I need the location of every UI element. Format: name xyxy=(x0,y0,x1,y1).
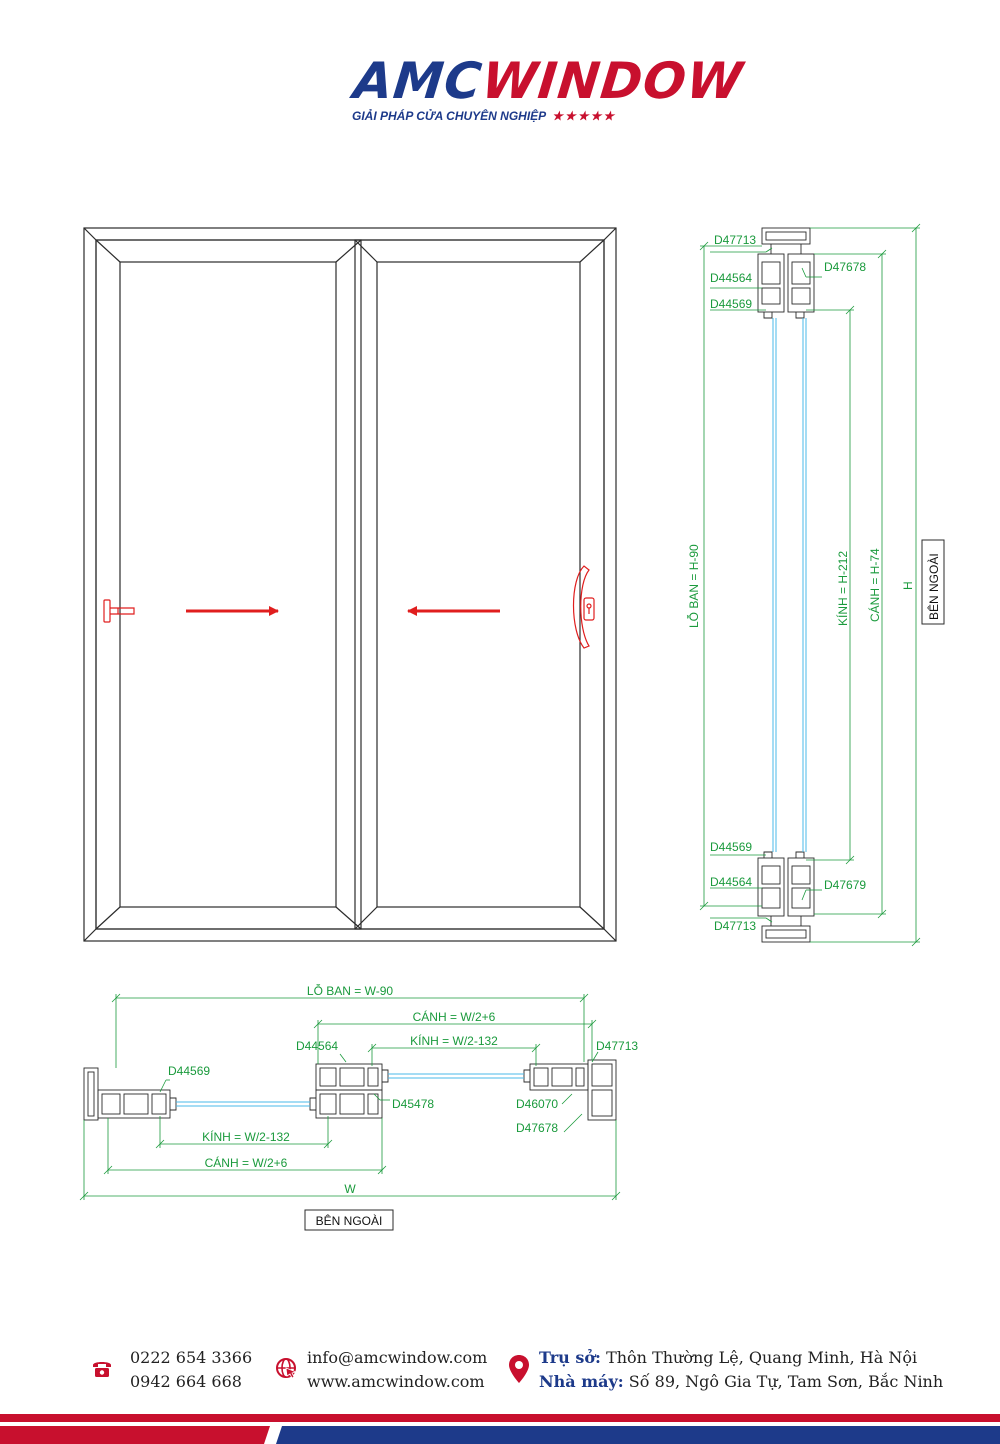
dim-opening-width: LỖ BAN = W-90 xyxy=(307,983,393,998)
web-contacts: info@amcwindow.com www.amcwindow.com xyxy=(307,1346,487,1394)
addresses: Trụ sở: Thôn Thường Lệ, Quang Minh, Hà N… xyxy=(539,1346,943,1394)
rating-stars-icon: ★★★★★ xyxy=(552,109,616,123)
dim-sash-left-width: CÁNH = W/2+6 xyxy=(205,1155,288,1170)
brand-logo: AMCWINDOW GIẢI PHÁP CỬA CHUYÊN NGHIỆP★★★… xyxy=(340,52,746,132)
right-handle-icon xyxy=(572,565,595,649)
label-sash-right: D46070 xyxy=(516,1097,558,1111)
location-pin-icon xyxy=(509,1355,529,1383)
phone-numbers: 0222 654 3366 0942 664 668 xyxy=(130,1346,252,1394)
label-interlock-bottom: D45478 xyxy=(392,1097,434,1111)
vertical-section-profile xyxy=(757,227,815,943)
horizontal-glass xyxy=(176,1073,524,1107)
phone-icon xyxy=(93,1362,111,1377)
right-sash xyxy=(354,239,605,930)
hq-address: Thôn Thường Lệ, Quang Minh, Hà Nội xyxy=(606,1348,918,1367)
left-handle-icon xyxy=(103,599,135,623)
outside-label-vertical: BÊN NGOÀI xyxy=(921,539,945,625)
hq-address-line: Trụ sở: Thôn Thường Lệ, Quang Minh, Hà N… xyxy=(539,1346,943,1370)
label-bottom-bead: D44569 xyxy=(710,840,752,854)
label-top-sash-right: D47678 xyxy=(824,260,866,274)
website-link[interactable]: www.amcwindow.com xyxy=(307,1372,485,1391)
dim-glass-right-width: KÍNH = W/2-132 xyxy=(410,1033,498,1048)
dim-sash-height: CÁNH = H-74 xyxy=(867,548,882,622)
factory-address: Số 89, Ngô Gia Tự, Tam Sơn, Bắc Ninh xyxy=(628,1372,944,1391)
dim-opening-height: LỖ BAN = H-90 xyxy=(686,544,701,628)
vertical-glass xyxy=(772,318,807,852)
label-bottom-sash-right: D47679 xyxy=(824,878,866,892)
label-top-sash-left: D44564 xyxy=(710,271,752,285)
dim-total-width: W xyxy=(344,1182,356,1196)
logo-tagline: GIẢI PHÁP CỬA CHUYÊN NGHIỆP ★★★★★ xyxy=(352,109,616,123)
phone-number-1[interactable]: 0222 654 3366 xyxy=(130,1348,253,1367)
dim-total-height: H xyxy=(901,581,915,590)
tagline-text: GIẢI PHÁP CỬA CHUYÊN NGHIỆP xyxy=(352,109,547,123)
label-bottom-sash-left: D44564 xyxy=(710,875,752,889)
left-glass xyxy=(119,261,337,908)
left-sash xyxy=(95,239,362,930)
inner-frame xyxy=(95,239,605,930)
label-bead: D44569 xyxy=(168,1064,210,1078)
horizontal-section-profile xyxy=(83,1059,617,1121)
label-frame-right: D47713 xyxy=(596,1039,638,1053)
vertical-dimensions xyxy=(699,223,921,947)
email-link[interactable]: info@amcwindow.com xyxy=(307,1348,488,1367)
factory-label: Nhà máy: xyxy=(539,1372,624,1391)
label-top-frame: D47713 xyxy=(714,233,756,247)
outside-text-vertical: BÊN NGOÀI xyxy=(926,553,941,620)
front-elevation xyxy=(83,227,617,942)
horizontal-dimensions xyxy=(79,993,621,1201)
label-bottom-frame: D47713 xyxy=(714,919,756,933)
dim-sash-right-width: CÁNH = W/2+6 xyxy=(413,1009,496,1024)
outside-text-horizontal: BÊN NGOÀI xyxy=(316,1213,383,1228)
label-track-right: D47678 xyxy=(516,1121,558,1135)
dim-glass-left-width: KÍNH = W/2-132 xyxy=(202,1129,290,1144)
label-top-bead: D44569 xyxy=(710,297,752,311)
right-glass xyxy=(376,261,581,908)
outer-frame xyxy=(83,227,617,942)
phone-number-2[interactable]: 0942 664 668 xyxy=(130,1372,242,1391)
factory-address-line: Nhà máy: Số 89, Ngô Gia Tự, Tam Sơn, Bắc… xyxy=(539,1370,943,1394)
globe-mail-icon xyxy=(276,1358,298,1379)
outside-label-horizontal: BÊN NGOÀI xyxy=(304,1209,394,1231)
dim-glass-height: KÍNH = H-212 xyxy=(835,551,850,626)
footer-stripe xyxy=(0,1414,1000,1444)
label-interlock-top: D44564 xyxy=(296,1039,338,1053)
hq-label: Trụ sở: xyxy=(539,1348,601,1367)
